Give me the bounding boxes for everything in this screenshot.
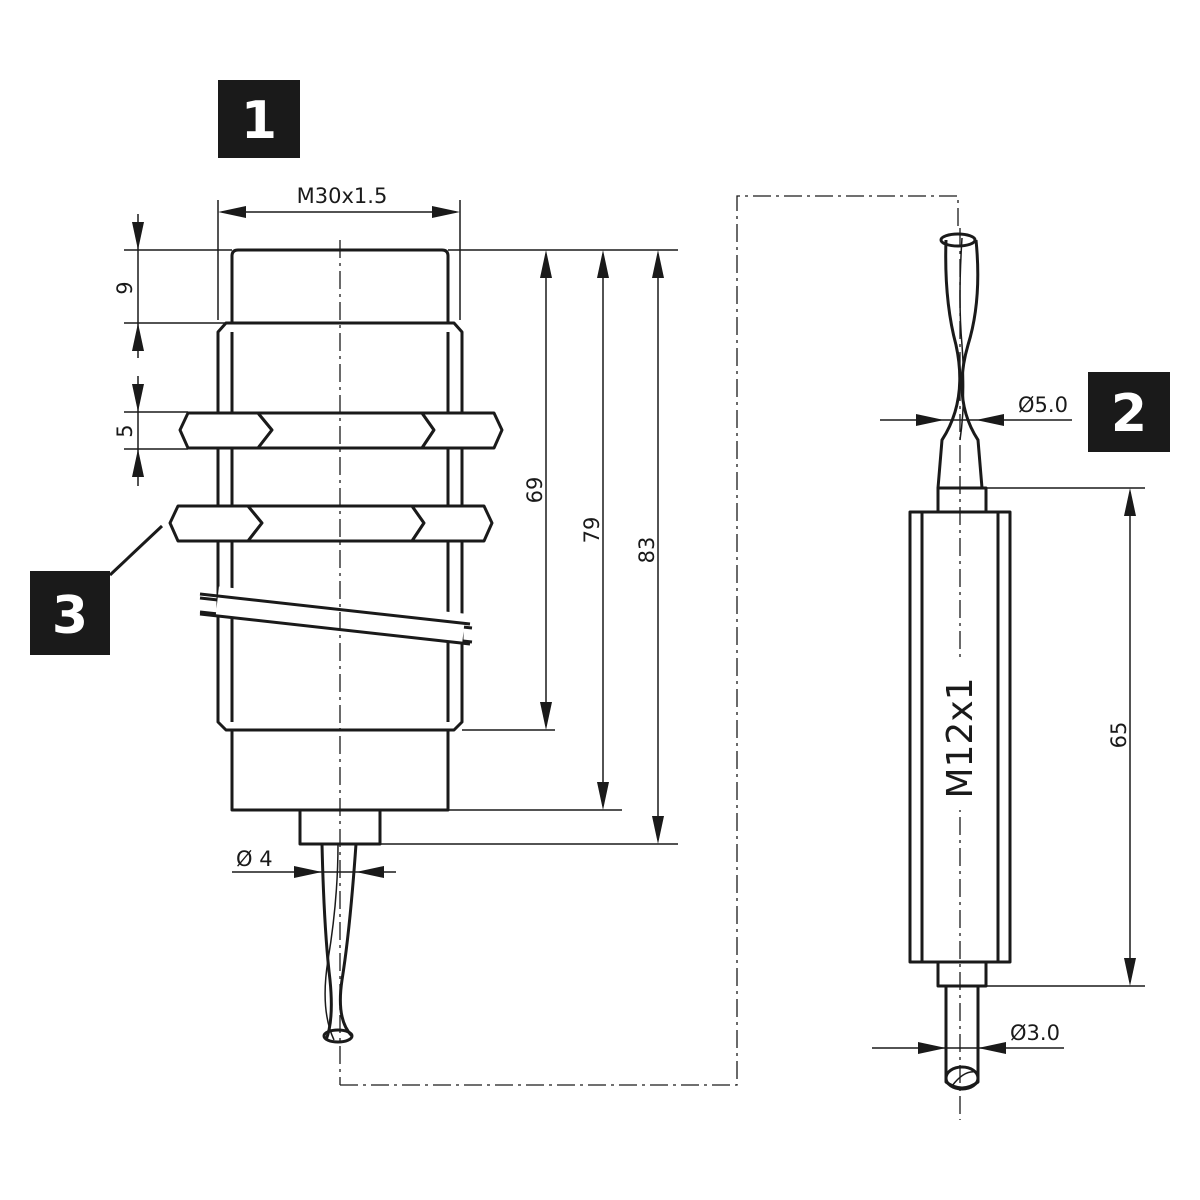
dim-connector-pin-diameter-label: Ø3.0 [1010,1021,1060,1045]
dim-69: 69 [523,250,552,730]
connector-collar-top [936,486,988,514]
dim-cable-diameter-label: Ø 4 [236,847,273,871]
dim-connector-cable-diameter: Ø5.0 [880,393,1072,426]
dim-thread-label: M30x1.5 [297,184,388,208]
badge-3: 3 [30,571,110,655]
nut-1-center-face [256,411,436,450]
nut-1-left-face [178,411,274,450]
nut-2-center-face [246,504,426,543]
nut-1-right-face [420,411,504,450]
connector-pin [944,984,980,1090]
sensor-body [168,248,504,846]
badge-1: 1 [218,80,300,158]
dim-9: 9 [113,214,232,358]
dim-cable-diameter: Ø 4 [232,847,396,878]
badge-1-label: 1 [241,91,277,151]
badge-2-label: 2 [1111,384,1147,444]
dim-connector-cable-diameter-label: Ø5.0 [1018,393,1068,417]
dim-5-label: 5 [113,424,137,437]
dim-connector-thread-label: M12x1 [940,677,981,798]
dim-65-label: 65 [1107,722,1131,749]
nut-2-right-face [410,504,494,543]
connector-collar-bottom [936,960,988,988]
dim-83: 83 [635,250,664,844]
dim-connector-pin-diameter: Ø3.0 [872,1021,1064,1054]
dim-79: 79 [580,250,609,810]
dim-83-label: 83 [635,537,659,564]
dim-5: 5 [113,376,188,486]
badge-3-label: 3 [52,586,88,646]
sensor-cable [320,843,358,1044]
dim-9-label: 9 [113,281,137,294]
dim-79-label: 79 [580,517,604,544]
badge-3-leader [108,524,164,577]
view-link-line [340,195,959,1086]
dim-65: 65 [986,487,1145,987]
badge-2: 2 [1088,372,1170,452]
dim-69-label: 69 [523,477,547,504]
nut-2-left-face [168,504,264,543]
dim-thread: M30x1.5 [217,184,461,320]
